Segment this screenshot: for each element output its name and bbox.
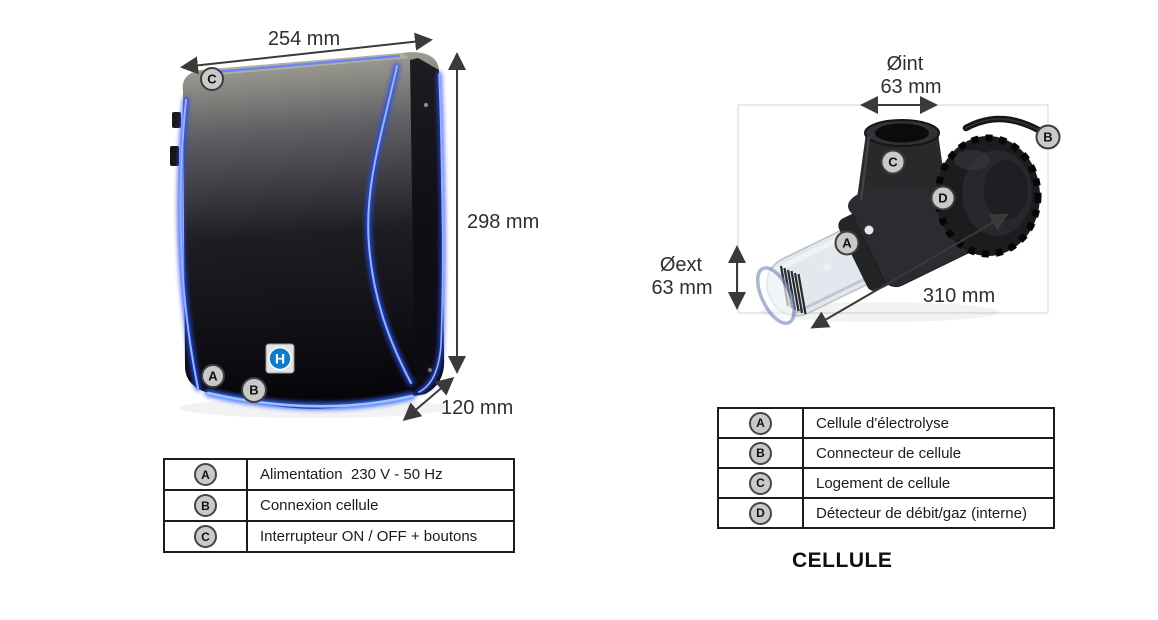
legend-marker-c: C	[749, 471, 772, 495]
legend-marker-a: A	[749, 411, 772, 435]
power-unit-legend-table: A Alimentation 230 V - 50 Hz B Connexion…	[163, 458, 515, 553]
marker-badge-a-power: A	[201, 364, 225, 388]
legend-label: Connexion cellule	[246, 489, 515, 522]
width-dimension-label: 254 mm	[268, 28, 340, 50]
width-dimension-arrow	[180, 32, 433, 75]
table-row: C Interrupteur ON / OFF + boutons	[163, 520, 515, 553]
depth-dimension-label: 120 mm	[441, 397, 513, 419]
table-row: A Alimentation 230 V - 50 Hz	[163, 458, 515, 491]
brand-logo: H	[265, 343, 295, 374]
cell-legend-table: A Cellule d'électrolyse B Connecteur de …	[717, 407, 1055, 529]
power-unit-photo: H C A B	[170, 52, 450, 418]
length-dimension-label: 310 mm	[923, 285, 995, 307]
legend-marker-a: A	[194, 463, 217, 486]
outer-diameter-value-label: 63 mm	[651, 277, 712, 299]
power-unit-side-panel	[410, 58, 445, 396]
power-unit-body	[182, 52, 445, 409]
inner-diameter-value-label: 63 mm	[880, 76, 941, 98]
svg-text:B: B	[1043, 130, 1052, 145]
legend-label: Alimentation 230 V - 50 Hz	[246, 458, 515, 491]
cell-photo: A C D B	[737, 104, 1061, 325]
table-row: B Connexion cellule	[163, 489, 515, 522]
table-row: C Logement de cellule	[717, 467, 1055, 499]
outer-diameter-symbol-label: Øext	[660, 254, 703, 276]
table-row: B Connecteur de cellule	[717, 437, 1055, 469]
side-connector-nub	[170, 146, 179, 166]
marker-badge-c-power: C	[200, 67, 224, 91]
height-dimension-label: 298 mm	[467, 211, 539, 233]
case-screw	[427, 367, 433, 373]
tube-end-cap	[755, 266, 796, 325]
marker-badge-b-power: B	[241, 377, 267, 403]
table-row: D Détecteur de débit/gaz (interne)	[717, 497, 1055, 529]
svg-text:B: B	[249, 383, 258, 398]
side-connector-nub	[172, 112, 181, 128]
legend-label: Connecteur de cellule	[802, 437, 1055, 469]
cell-dimensions	[728, 96, 1009, 329]
legend-marker-d: D	[749, 501, 772, 525]
svg-text:C: C	[888, 155, 898, 170]
svg-text:C: C	[207, 72, 217, 87]
table-row: A Cellule d'électrolyse	[717, 407, 1055, 439]
marker-badge-d-cell: D	[930, 185, 956, 211]
legend-label: Détecteur de débit/gaz (interne)	[802, 497, 1055, 529]
depth-dimension-arrow	[402, 377, 455, 421]
logo-letter: H	[275, 351, 285, 367]
svg-text:A: A	[208, 369, 218, 384]
svg-text:D: D	[938, 191, 947, 206]
length-arrow	[810, 213, 1009, 329]
led-strips	[177, 54, 446, 410]
legend-label: Interrupteur ON / OFF + boutons	[246, 520, 515, 553]
marker-badge-b-cell: B	[1035, 124, 1061, 150]
legend-marker-b: B	[749, 441, 772, 465]
legend-marker-b: B	[194, 494, 217, 517]
case-screw	[423, 102, 429, 108]
cell-caption: CELLULE	[792, 549, 893, 572]
legend-label: Logement de cellule	[802, 467, 1055, 499]
inner-diameter-symbol-label: Øint	[887, 53, 924, 75]
marker-badge-c-cell: C	[880, 149, 906, 175]
power-unit-dimensions	[180, 32, 466, 421]
marker-badge-a-cell: A	[834, 230, 860, 256]
legend-marker-c: C	[194, 525, 217, 548]
cell-cable	[962, 115, 1048, 137]
legend-label: Cellule d'électrolyse	[802, 407, 1055, 439]
svg-text:A: A	[842, 236, 852, 251]
